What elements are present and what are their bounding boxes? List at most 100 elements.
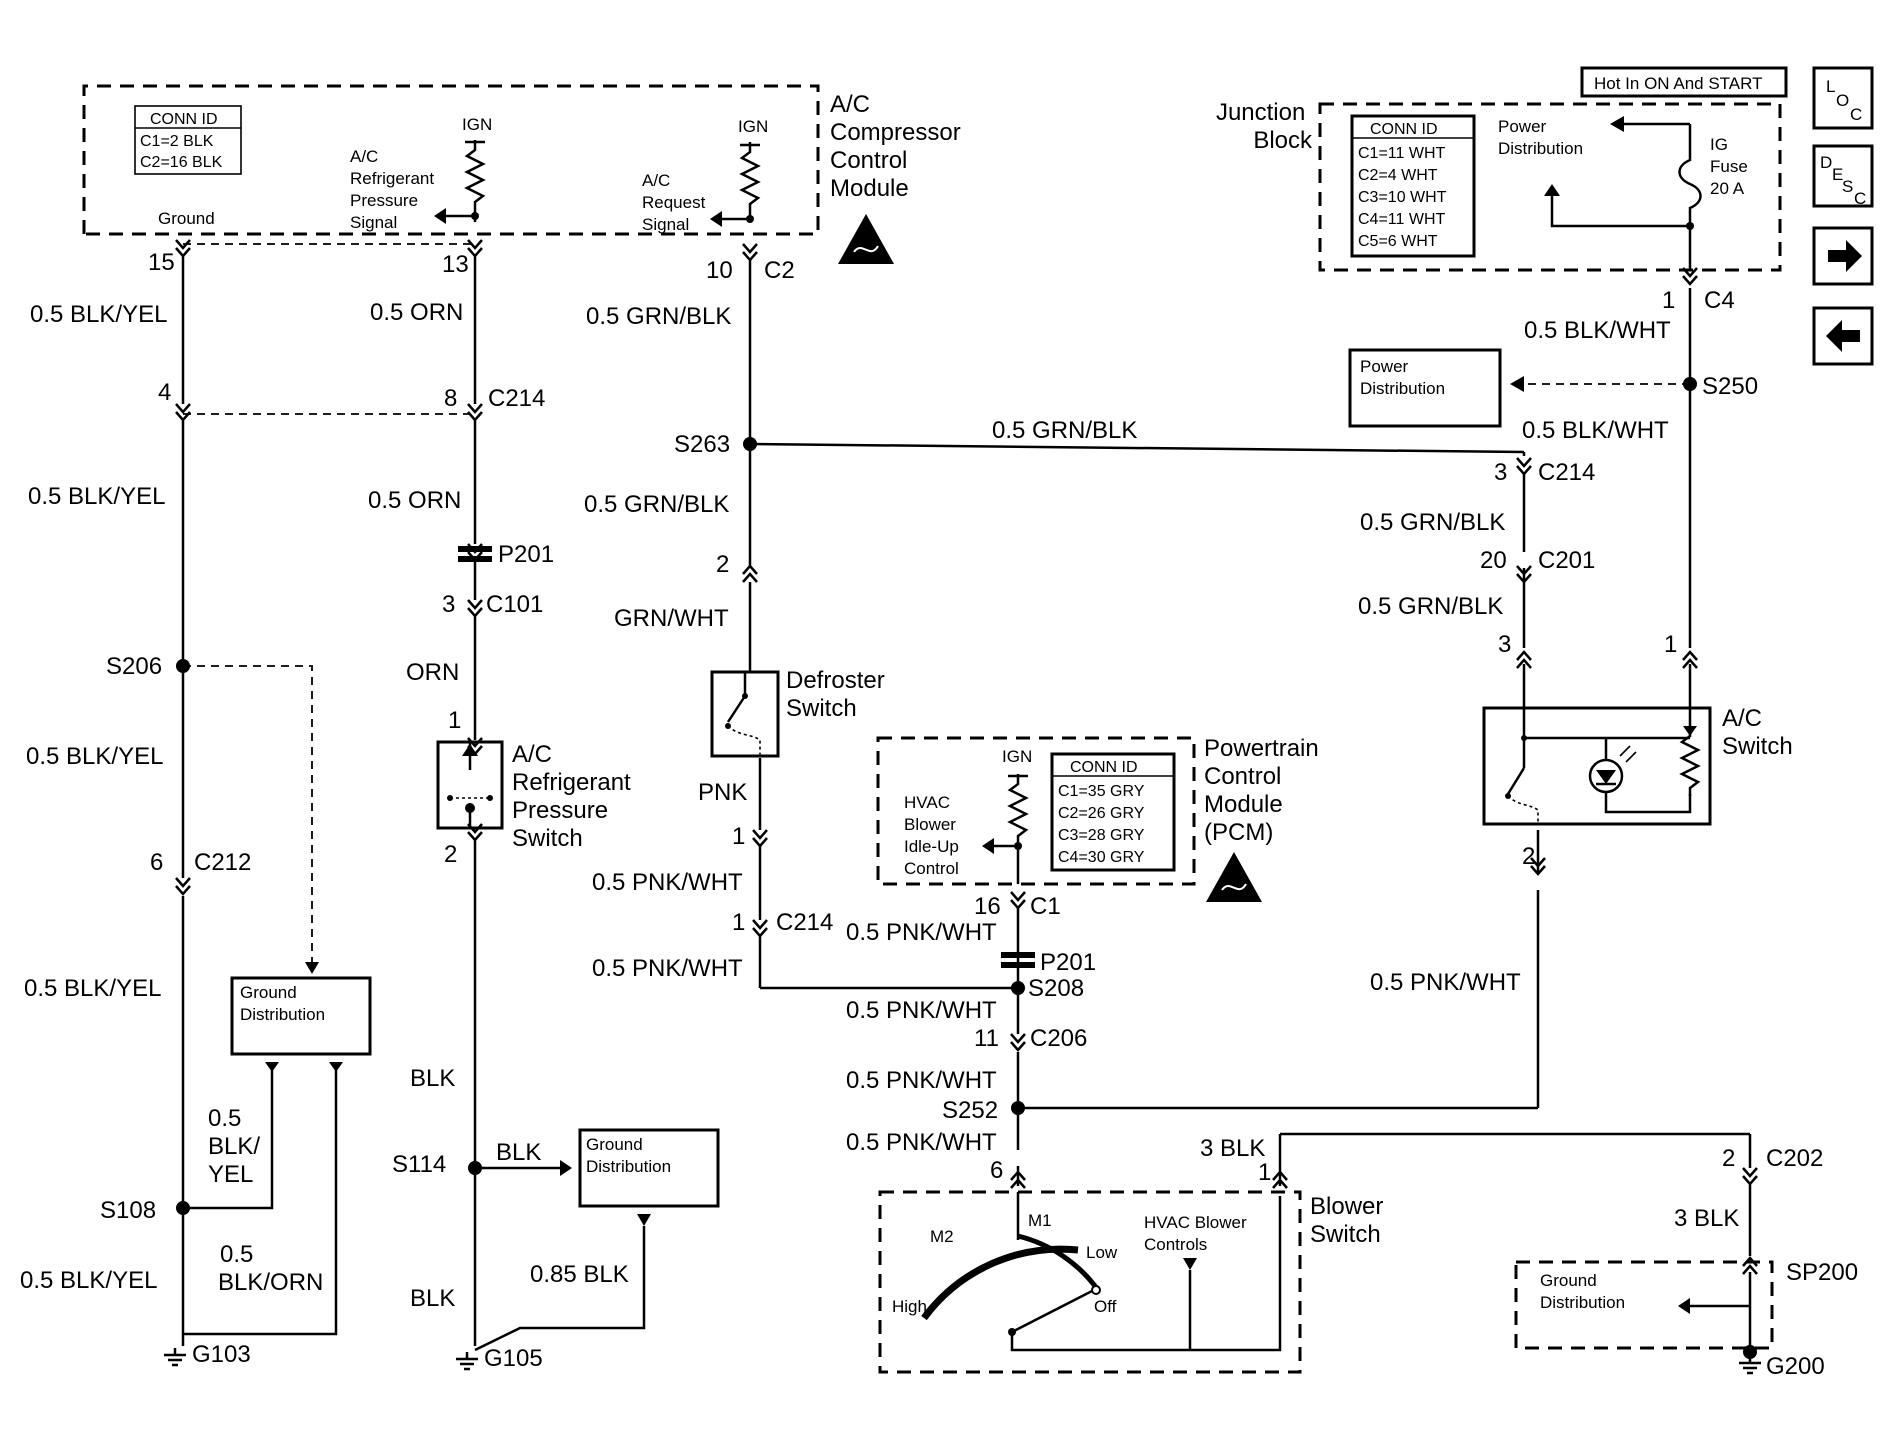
acm-conn-c1: C1=2 BLK [140,133,214,150]
splice-s263-dot [743,437,757,451]
wire-label: 0.5 GRN/BLK [584,491,729,518]
blower-pos-low: Low [1086,1243,1118,1262]
splice-s208-dot [1011,981,1025,995]
acm-pin-13: 13 [442,251,469,278]
conn-id: C206 [1030,1025,1087,1052]
desc-d: D [1820,153,1832,172]
conn-pin: 11 [974,1025,999,1052]
conn-pin: 1 [1258,1159,1271,1186]
acm-conn-c2-label: C2 [764,257,795,284]
wire-label: 0.5 GRN/BLK [1360,509,1505,536]
conn-id: C1 [1030,893,1061,920]
wire-label: 0.5 GRN/BLK [1358,593,1503,620]
splice-s263: S263 [674,431,730,458]
conn-pin: 2 [716,551,729,578]
wire-label: 0.85 BLK [530,1261,629,1288]
conn-pin: 1 [448,707,461,734]
splice-s208: S208 [1028,975,1084,1002]
desc-e: E [1832,165,1843,184]
conn-pin: 8 [444,385,457,412]
wire-label: 0.5 PNK/WHT [846,1129,997,1156]
splice-s206: S206 [106,653,162,680]
jb-pin-1: 1 [1662,287,1675,314]
conn-id: C212 [194,849,251,876]
junction-block-title: Junction Block [1216,99,1313,154]
ac-refrigerant-pressure-switch: A/C Refrigerant Pressure Switch [436,740,631,852]
acm-ign-2: IGN [738,117,768,136]
splice-s114: S114 [392,1151,446,1178]
conn-pin: 1 [1664,631,1677,658]
wire-label: 0.5 PNK/WHT [592,869,743,896]
acm-ign-1: IGN [462,115,492,134]
junction-block: Hot In ON And START Junction Block CONN … [1216,66,1788,272]
splice-s252-dot [1011,1101,1025,1115]
prev-page-button[interactable] [1812,306,1874,366]
blower-pos-m1: M1 [1028,1211,1052,1230]
conn-pin: 16 [974,893,1001,920]
loc-l: L [1826,77,1835,96]
desc-button[interactable]: D E S C [1812,144,1874,208]
ig-fuse-label: IG Fuse 20 A [1710,135,1753,198]
conn-id: C201 [1538,547,1595,574]
ground-g103-icon [162,1346,188,1367]
acm-conn-c2: C2=16 BLK [140,154,223,171]
wire-label: 0.5 BLK/YEL [28,483,165,510]
conn-id: P201 [1040,949,1096,976]
acm-pin-15: 15 [148,249,175,276]
wire-label-blk-yel: 0.5 BLK/ YEL [208,1105,267,1188]
wire-label: 0.5 BLK/YEL [24,975,161,1002]
wire-label: BLK [410,1285,455,1312]
svg-text:CONN ID: CONN ID [1070,759,1138,776]
jb-conn-header: CONN ID [1370,121,1438,138]
conn-id: C214 [1538,459,1595,486]
wire-lines [181,243,1752,1352]
jb-conn-c1: C1=11 WHT [1358,145,1446,162]
conn-pin: 6 [990,1157,1003,1184]
blower-pos-m2: M2 [930,1227,954,1246]
wire-label: 0.5 GRN/BLK [992,417,1137,444]
svg-text:C1=35 GRY: C1=35 GRY [1058,783,1145,800]
powertrain-control-module: IGN HVAC Blower Idle-Up Control CONN ID … [876,735,1319,903]
loc-button[interactable]: L O C [1812,66,1874,130]
conn-pin: 2 [444,841,457,868]
conn-pin: 3 [442,591,455,618]
wire-label: 0.5 GRN/BLK [586,303,731,330]
acm-title: A/C Compressor Control Module [830,91,967,202]
next-page-button[interactable] [1812,226,1874,286]
conn-pin: 20 [1480,547,1507,574]
splice-s114-dot [468,1161,482,1175]
conn-pin: 2 [1522,843,1535,870]
splice-s108-dot [176,1201,190,1215]
wire-label: BLK [496,1139,541,1166]
acm-pin-10: 10 [706,257,733,284]
jb-conn-c4-label: C4 [1704,287,1735,314]
wire-label: 3 BLK [1200,1135,1265,1162]
wire-label: 0.5 PNK/WHT [846,1067,997,1094]
acm-ground-label: Ground [158,209,215,228]
blower-pos-high: High [892,1297,927,1316]
wire-label: PNK [698,779,747,806]
arrow-right-icon [1828,240,1862,272]
jb-conn-c2: C2=4 WHT [1358,167,1438,184]
wire-label-blk-orn: 0.5 BLK/ORN [218,1241,323,1296]
ground-g103: G103 [192,1341,251,1368]
conn-pin: 1 [732,823,745,850]
pcm-ign: IGN [1002,747,1032,766]
conn-pin: 3 [1498,631,1511,658]
splice-s250-dot [1683,377,1697,391]
hot-in-label: Hot In ON And START [1594,74,1763,93]
splice-s206-dot [176,659,190,673]
conn-id: P201 [498,541,554,568]
wire-label: 0.5 PNK/WHT [846,919,997,946]
ground-g200-icon [1737,1354,1763,1375]
esd-warning-icon [837,213,895,265]
wire-label: ORN [406,659,459,686]
